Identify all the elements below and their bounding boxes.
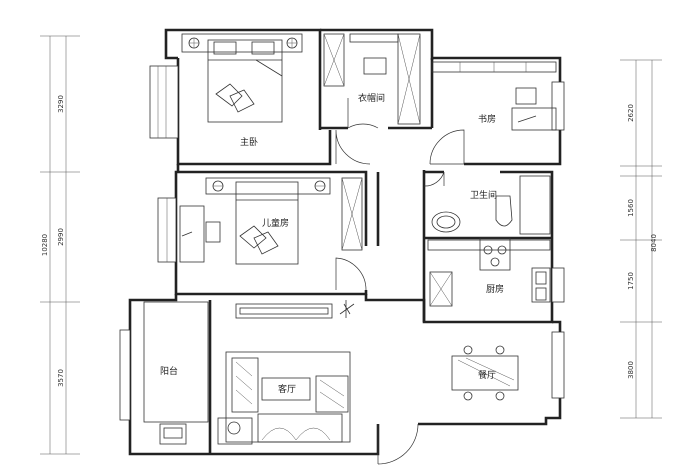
room-labels: 主卧 衣帽间 书房 卫生间 儿童房 厨房 阳台 客厅 餐厅 (160, 92, 504, 395)
windows (119, 65, 565, 421)
label-balcony: 阳台 (160, 365, 178, 377)
doors (335, 98, 465, 465)
label-closet: 衣帽间 (358, 92, 385, 104)
master-bedroom-furniture (181, 33, 303, 123)
dim-right-total: 8040 (650, 234, 658, 252)
dim-right-mid2: 1750 (627, 272, 635, 290)
label-bathroom: 卫生间 (470, 189, 497, 201)
dim-right-mid1: 1560 (627, 199, 635, 217)
label-living-room: 客厅 (278, 383, 296, 395)
label-kitchen: 厨房 (486, 283, 504, 295)
left-dimension-chain: 3290 2990 10280 3570 (40, 35, 80, 455)
label-study: 书房 (478, 113, 496, 125)
label-kids-room: 儿童房 (262, 217, 289, 229)
dim-left-mid: 2990 (57, 228, 65, 246)
label-dining-room: 餐厅 (478, 369, 496, 381)
dim-left-bottom: 3570 (57, 369, 65, 387)
dim-right-bottom: 3800 (627, 361, 635, 379)
closet-furniture (323, 33, 421, 125)
bath-kitchen-furniture (427, 175, 551, 307)
kids-room-furniture (179, 177, 363, 265)
living-furniture (143, 300, 519, 445)
dim-right-top: 2620 (627, 104, 635, 122)
label-master-bedroom: 主卧 (240, 136, 258, 148)
dim-left-top: 3290 (57, 95, 65, 113)
dim-left-total: 10280 (41, 234, 49, 256)
right-dimension-chain: 2620 1560 8040 1750 3800 (620, 59, 662, 419)
study-furniture (431, 61, 557, 131)
